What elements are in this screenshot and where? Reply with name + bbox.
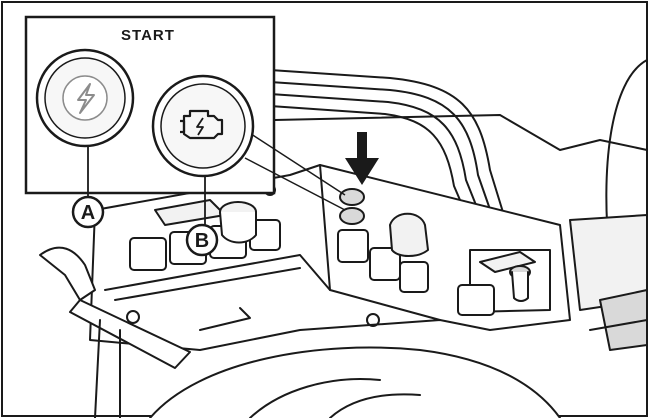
- screw: [126, 310, 140, 324]
- hood-edge: [274, 114, 648, 151]
- ignition-cylinder: [219, 201, 257, 244]
- start-inset: [24, 15, 346, 225]
- dashboard-scene: [39, 59, 648, 418]
- seat-edge: [149, 346, 561, 418]
- engine-warning-lamp-illustration: [151, 74, 255, 178]
- leader-line: [244, 157, 346, 211]
- engine-check-icon: [180, 109, 224, 140]
- callout-b-label: B: [195, 230, 209, 252]
- down-arrow-icon: [345, 132, 379, 185]
- callout-a: A: [71, 195, 105, 229]
- callout-a-label: A: [81, 202, 95, 224]
- right-control-module: [457, 249, 551, 316]
- callout-b: B: [185, 223, 219, 257]
- center-switch-block: [337, 188, 429, 293]
- leader-line: [244, 129, 346, 196]
- start-button-illustration: [35, 48, 135, 148]
- rear-handle: [599, 289, 648, 351]
- lightning-bolt-icon: [77, 83, 95, 114]
- inset-title: START: [121, 27, 175, 44]
- throttle-lever: [39, 246, 191, 418]
- screw: [366, 313, 380, 327]
